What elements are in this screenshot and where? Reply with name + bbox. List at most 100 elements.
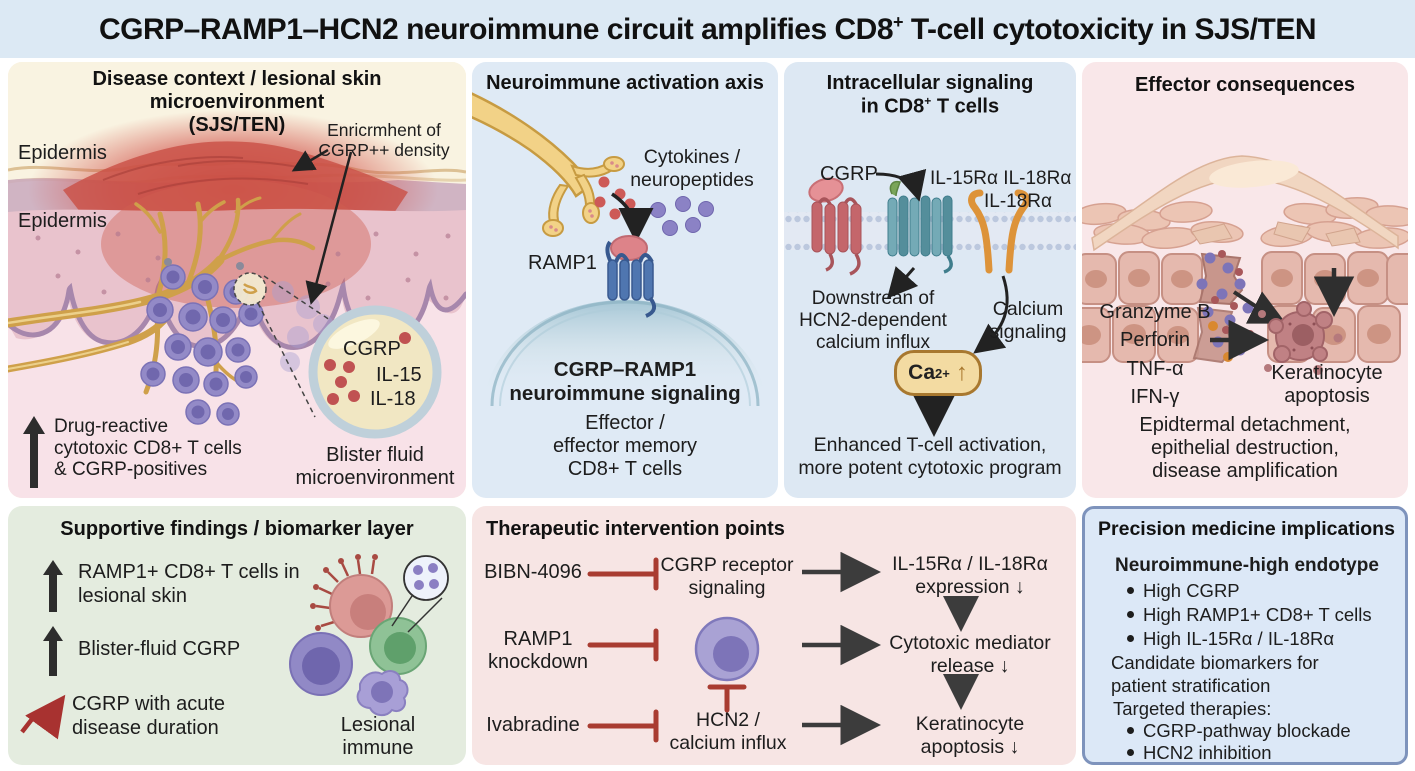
figure-title-bar: CGRP–RAMP1–HCN2 neuroimmune circuit ampl…	[0, 0, 1415, 58]
outcome-label-apoptosis: Keratinocyte apoptosis ↓	[915, 713, 1025, 758]
bullet-dot-icon	[1127, 611, 1134, 618]
skin-blister-illustration	[1082, 155, 1408, 375]
biomarker-note: Candidate biomarkers for patient stratif…	[1111, 652, 1319, 696]
t-cell-icon	[289, 632, 353, 696]
mediators-list: Granzyme B Perforin TNF-α IFN-γ	[1099, 301, 1211, 409]
cd8-cell-dome	[483, 300, 767, 412]
bullet-text: HCN2 inhibition	[1143, 742, 1272, 763]
key-finding: Drug-reactive cytotoxic CD8+ T cells & C…	[22, 416, 242, 488]
signaling-label: CGRP–RAMP1 neuroimmune signaling	[509, 358, 741, 405]
epidermis-label-2: Epidermis	[18, 210, 107, 232]
consequences-text: Epidtermal detachment, epithelial destru…	[1139, 414, 1351, 483]
panel-precision-medicine: Precision medicine implications Neuroimm…	[1082, 506, 1408, 765]
bullet-text: High IL-15Rα / IL-18Rα	[1143, 628, 1335, 649]
panel-therapeutic-interventions: Therapeutic intervention points BIBN-409…	[472, 506, 1076, 765]
finding-text: Drug-reactive cytotoxic CD8+ T cells & C…	[54, 416, 242, 481]
calcium-arrow-icon	[973, 275, 1009, 354]
outcome-text: Enhanced T-cell activation, more potent …	[798, 434, 1062, 479]
downstream-label: Downstrean of HCN2-dependent calcium inf…	[799, 288, 947, 354]
granule-inset-icon	[391, 555, 449, 633]
panel-title: Precision medicine implications	[1098, 518, 1395, 540]
up-arrow-icon	[43, 626, 63, 676]
lesional-immune-label: Lesional immune	[340, 714, 416, 760]
finding-text: Blister-fluid CGRP	[78, 638, 241, 660]
cgrp-arrow-icon	[875, 168, 927, 202]
figure-title: CGRP–RAMP1–HCN2 neuroimmune circuit ampl…	[99, 11, 1316, 46]
finding-text: RAMP1+ CD8+ T cells in lesional skin	[78, 561, 300, 607]
endotype-bullet-1: High CGRP	[1127, 580, 1240, 602]
target-label-hcn2: HCN2 / calcium influx	[669, 709, 787, 754]
il-receptors-label-2: IL-18Rα	[984, 191, 1053, 212]
calcium-signaling-label: Calcium signaling	[989, 298, 1067, 343]
endotype-bullet-3: High IL-15Rα / IL-18Rα	[1127, 628, 1334, 650]
hcn2-channel-icon	[887, 180, 953, 274]
epidermis-label-1: Epidermis	[18, 142, 107, 164]
therapy-bullet-1: CGRP-pathway blockade	[1127, 720, 1351, 742]
bullet-text: High CGRP	[1143, 580, 1240, 601]
target-label-cgrp-receptor: CGRP receptor signaling	[660, 554, 794, 599]
up-arrow-icon	[23, 416, 45, 488]
macrophage-icon	[356, 670, 409, 716]
downstream-arrow-icon	[887, 266, 919, 299]
blister-fluid-circle	[308, 305, 442, 439]
blister-molecule-cgrp: CGRP	[343, 338, 401, 360]
lesional-skin-illustration	[8, 62, 466, 498]
panel-neuroimmune-axis: Neuroimmune activation axis Cytokines / …	[472, 62, 778, 498]
bullet-dot-icon	[1127, 587, 1134, 594]
panel-supportive-findings: Supportive findings / biomarker layer RA…	[8, 506, 466, 765]
cgrp-receptor-icon	[808, 177, 862, 276]
up-arrow-icon	[43, 560, 63, 612]
outcome-label-mediator: Cytotoxic mediator release ↓	[889, 632, 1051, 677]
therapy-bullet-2: HCN2 inhibition	[1127, 742, 1272, 763]
bullet-text: CGRP-pathway blockade	[1143, 720, 1351, 741]
outcome-label-expression: IL-15Rα / IL-18Rα expression ↓	[892, 553, 1048, 598]
zigzag-arrow-icon	[20, 694, 66, 740]
finding-row-1: RAMP1+ CD8+ T cells in lesional skin	[42, 560, 300, 612]
panel-title: Supportive findings / biomarker layer	[60, 518, 414, 540]
bullet-dot-icon	[1127, 749, 1134, 756]
panel-disease-context: Disease context / lesional skin microenv…	[8, 62, 466, 498]
flow-arrow-icons	[802, 551, 979, 746]
keratinocyte-apoptosis-label: Keratinocyte apoptosis	[1271, 362, 1383, 408]
finding-row-2: Blister-fluid CGRP	[42, 626, 240, 676]
bullet-dot-icon	[1127, 635, 1134, 642]
panel-title: Effector consequences	[1134, 74, 1356, 96]
neuron-terminal-illustration	[472, 92, 625, 237]
drug-label-ivabradine: Ivabradine	[486, 714, 580, 736]
intervention-arrows-illustration	[587, 551, 979, 746]
il-receptor-icon	[968, 189, 1030, 274]
drug-label-ramp1: RAMP1 knockdown	[487, 628, 589, 674]
mast-cell-icon	[310, 554, 393, 638]
curved-arrow-icon	[611, 192, 654, 243]
lesional-immune-cells-illustration	[20, 554, 449, 740]
cytokines-label: Cytokines / neuropeptides	[630, 146, 754, 191]
neuron-tcell-illustration	[472, 92, 767, 412]
ramp1-receptor-icon	[605, 235, 657, 318]
cgrp-enrichment-note: Enricrmhent of CGRP++ density	[318, 120, 450, 161]
membrane-signaling-illustration	[784, 168, 1076, 437]
panel-title: Therapeutic intervention points	[486, 518, 785, 540]
panel-title: Neuroimmune activation axis	[486, 72, 764, 94]
cd8-tcell-icon	[694, 616, 760, 682]
il-receptors-label-1: IL-15Rα IL-18Rα	[930, 168, 1072, 189]
finding-text-3: CGRP with acute disease duration	[72, 693, 226, 739]
inhibition-bar-icons	[587, 557, 747, 743]
blister-caption: Blister fluid microenvironment	[295, 444, 455, 490]
blister-molecule-il15: IL-15	[376, 364, 422, 386]
endotype-bullet-2: High RAMP1+ CD8+ T cells	[1127, 604, 1372, 626]
panel-effector-consequences: Effector consequences Granzyme B Perfori…	[1082, 62, 1408, 498]
endotype-title: Neuroimmune-high endotype	[1115, 555, 1379, 576]
cgrp-label: CGRP	[820, 163, 878, 185]
bullet-text: High RAMP1+ CD8+ T cells	[1143, 604, 1372, 625]
ramp1-label: RAMP1	[528, 252, 597, 274]
apoptotic-cell-icon	[1258, 301, 1343, 375]
panel-title: Disease context / lesional skin microenv…	[92, 68, 382, 137]
nk-cell-icon	[369, 617, 427, 675]
drug-label-bibn: BIBN-4096	[484, 561, 582, 583]
blister-molecule-il18: IL-18	[370, 388, 416, 410]
bullet-dot-icon	[1127, 727, 1134, 734]
